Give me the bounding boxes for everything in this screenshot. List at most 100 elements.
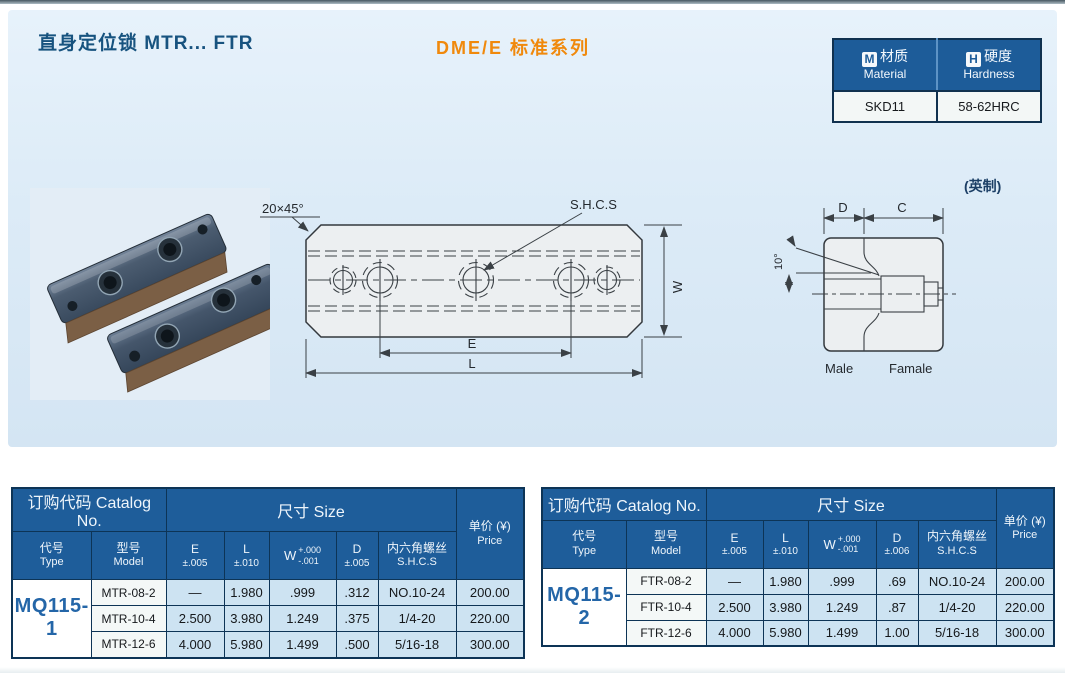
material-value: SKD11 <box>832 90 938 123</box>
lock-bar-bottom <box>107 263 270 393</box>
type-cell: MQ115-2 <box>541 567 627 647</box>
shcs-cell: 5/16-18 <box>377 631 457 658</box>
price-cell: 220.00 <box>995 593 1055 621</box>
price-header: 单价 (¥) Price <box>455 487 525 580</box>
price-cell: 220.00 <box>455 605 525 632</box>
d-col-header: D±.005 <box>335 531 379 580</box>
d-cell: .375 <box>335 605 379 632</box>
plate-drawing: E L W 20×45° S.H.C.S <box>260 197 685 378</box>
catalog-header: 订购代码 Catalog No. <box>11 487 167 532</box>
lock-bar-top <box>47 213 228 344</box>
e-col-header: E±.005 <box>705 519 764 569</box>
dim-c-label: C <box>897 200 906 215</box>
model-cell: FTR-12-6 <box>625 619 707 647</box>
page-title: 直身定位锁 MTR... FTR <box>38 33 254 54</box>
shcs-label: S.H.C.S <box>570 197 617 212</box>
shcs-cell: 1/4-20 <box>917 593 997 621</box>
w-col-header: W+.000-.001 <box>807 519 877 569</box>
material-label-en: Material <box>863 67 907 82</box>
male-label: Male <box>825 361 853 376</box>
price-cell: 200.00 <box>995 567 1055 595</box>
e-cell: — <box>705 567 764 595</box>
shcs-cell: NO.10-24 <box>917 567 997 595</box>
dim-d-label: D <box>838 200 847 215</box>
l-cell: 3.980 <box>223 605 270 632</box>
price-cell: 300.00 <box>455 631 525 658</box>
model-cell: MTR-10-4 <box>90 605 167 632</box>
d-cell: .500 <box>335 631 379 658</box>
catalog-header: 订购代码 Catalog No. <box>541 487 707 521</box>
w-cell: 1.499 <box>268 631 337 658</box>
dim-w-label: W <box>670 280 685 293</box>
e-cell: — <box>165 579 225 606</box>
model-cell: MTR-08-2 <box>90 579 167 606</box>
l-cell: 1.980 <box>762 567 809 595</box>
d-col-header: D±.006 <box>875 519 919 569</box>
hardness-badge-icon: H <box>966 52 981 68</box>
hardness-label-cn: 硬度 <box>984 48 1012 65</box>
shcs-cell: 1/4-20 <box>377 605 457 632</box>
shcs-cell: 5/16-18 <box>917 619 997 647</box>
hardness-value: 58-62HRC <box>936 90 1042 123</box>
female-label: Famale <box>889 361 932 376</box>
w-cell: .999 <box>268 579 337 606</box>
angle-label: 10° <box>773 253 785 270</box>
l-cell: 5.980 <box>762 619 809 647</box>
e-cell: 4.000 <box>705 619 764 647</box>
section-drawing: D C 10° Male Famale <box>773 200 956 376</box>
size-header: 尺寸 Size <box>705 487 997 521</box>
w-col-header: W+.000-.001 <box>268 531 337 580</box>
model-cell: FTR-08-2 <box>625 567 707 595</box>
dim-l-label: L <box>468 356 475 371</box>
w-cell: 1.499 <box>807 619 877 647</box>
scan-edge-bottom <box>0 667 1065 673</box>
unit-system-note: (英制) <box>964 178 1002 194</box>
product-photo <box>30 188 270 400</box>
w-cell: 1.249 <box>268 605 337 632</box>
model-cell: FTR-10-4 <box>625 593 707 621</box>
spec-table-ftr: 订购代码 Catalog No. 尺寸 Size 单价 (¥) Price 代号… <box>541 487 1055 647</box>
price-header: 单价 (¥) Price <box>995 487 1055 569</box>
material-badge-icon: M <box>862 52 877 68</box>
l-cell: 1.980 <box>223 579 270 606</box>
series-label: DME/E 标准系列 <box>436 38 591 58</box>
material-label-cn: 材质 <box>880 48 908 65</box>
spec-table-mtr: 订购代码 Catalog No. 尺寸 Size 单价 (¥) Price 代号… <box>11 487 525 659</box>
scan-edge-top <box>0 0 1065 4</box>
price-cell: 200.00 <box>455 579 525 606</box>
shcs-cell: NO.10-24 <box>377 579 457 606</box>
d-cell: 1.00 <box>875 619 919 647</box>
e-col-header: E±.005 <box>165 531 225 580</box>
chamfer-label: 20×45° <box>262 201 304 216</box>
w-cell: .999 <box>807 567 877 595</box>
hardness-label-en: Hardness <box>963 67 1015 82</box>
l-cell: 3.980 <box>762 593 809 621</box>
d-cell: .69 <box>875 567 919 595</box>
e-cell: 2.500 <box>165 605 225 632</box>
l-col-header: L±.010 <box>223 531 270 580</box>
e-cell: 4.000 <box>165 631 225 658</box>
w-cell: 1.249 <box>807 593 877 621</box>
e-cell: 2.500 <box>705 593 764 621</box>
type-cell: MQ115-1 <box>11 579 92 658</box>
dim-e-label: E <box>468 336 477 351</box>
price-cell: 300.00 <box>995 619 1055 647</box>
